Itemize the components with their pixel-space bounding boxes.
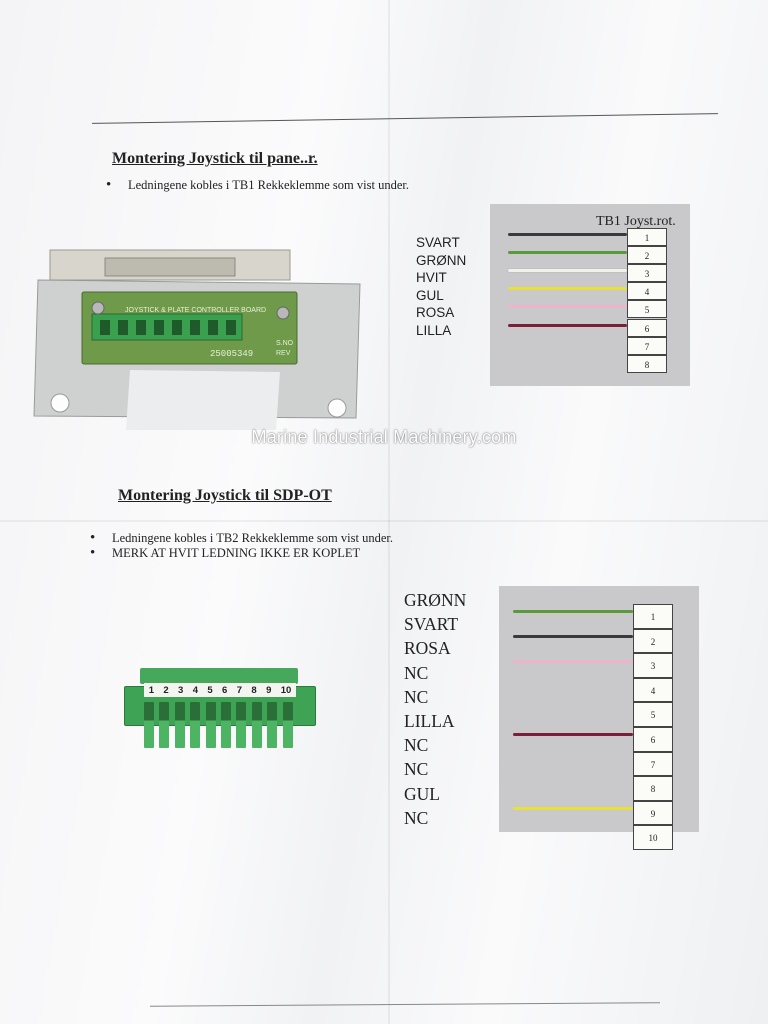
connector-pin xyxy=(221,702,231,748)
tb1-wire xyxy=(508,251,627,255)
tb1-terminal: 7 xyxy=(627,336,667,355)
tb1-terminal: 6 xyxy=(627,318,667,337)
tb2-terminal: 10 xyxy=(633,825,673,850)
tb2-wire xyxy=(513,610,633,614)
section1-heading: Montering Joystick til pane..r. xyxy=(112,150,318,167)
tb2-wire-label: NC xyxy=(404,735,429,756)
connector-pin-label: 1 xyxy=(148,684,154,696)
connector-pin xyxy=(282,702,293,748)
tb2-wire-label: NC xyxy=(404,662,429,683)
section2-bullet: Ledningene kobles i TB2 Rekkeklemme som … xyxy=(90,530,393,547)
tb2-terminal: 4 xyxy=(633,677,673,703)
tb2-terminal: 8 xyxy=(633,776,673,801)
tb1-wire-label: GRØNN xyxy=(416,252,467,268)
tb1-terminal: 8 xyxy=(627,354,667,373)
connector-pin-label: 3 xyxy=(178,684,184,696)
connector-pin-label: 6 xyxy=(222,684,228,696)
tb1-wire-label: SVART xyxy=(416,235,460,250)
board-serial-label: S.NO xyxy=(276,340,294,347)
paper-fold-horizontal xyxy=(0,520,768,522)
section1-bullet: Ledningene kobles i TB1 Rekkeklemme som … xyxy=(106,177,409,194)
connector-pin xyxy=(251,702,262,748)
connector-pin-label: 10 xyxy=(280,684,292,696)
tb1-terminal: 5 xyxy=(627,300,667,319)
connector-pin-label: 9 xyxy=(266,684,272,696)
tb1-wire-label: ROSA xyxy=(416,305,455,321)
connector-pin-label: 7 xyxy=(236,684,243,696)
tb2-wire-label: NC xyxy=(404,686,429,707)
tb2-terminal: 7 xyxy=(633,751,673,777)
controller-board-image: JOYSTICK & PLATE CONTROLLER BOARD 250053… xyxy=(33,249,361,430)
tb1-wire-label: GUL xyxy=(416,287,444,303)
tb2-terminal: 6 xyxy=(633,727,673,752)
tb1-wire-list: SVART GRØNN HVIT GUL ROSA LILLA xyxy=(416,234,466,340)
connector-pin-label: 8 xyxy=(251,684,257,696)
tb2-terminal: 1 xyxy=(633,604,673,629)
tb2-terminal: 9 xyxy=(633,800,673,826)
tb1-terminal: 4 xyxy=(627,282,667,301)
tb2-wire-label: NC xyxy=(404,759,429,780)
connector-pin-label: 4 xyxy=(192,684,198,696)
tb2-wire xyxy=(513,733,633,737)
tb1-terminal: 3 xyxy=(627,264,667,283)
tb2-terminal: 2 xyxy=(633,628,673,654)
tb1-terminal: 1 xyxy=(627,228,667,247)
board-rev-label: REV xyxy=(276,350,291,357)
tb2-wire-label: ROSA xyxy=(404,638,451,659)
connector-pin xyxy=(174,702,185,748)
tb2-wire-label: SVART xyxy=(404,614,459,635)
connector-pin-label: 2 xyxy=(163,684,169,696)
tb1-wire xyxy=(508,287,627,291)
tb1-wire xyxy=(508,233,627,237)
tb2-wire xyxy=(513,634,633,638)
board-part-number: 25005349 xyxy=(210,349,253,359)
connector-pin xyxy=(236,702,247,748)
section2-bullet: MERK AT HVIT LEDNING IKKE ER KOPLET xyxy=(90,545,360,562)
tb1-wire-label: HVIT xyxy=(416,270,447,286)
tb1-title: TB1 Joyst.rot. xyxy=(596,214,676,229)
tb2-terminal: 3 xyxy=(633,653,673,678)
tb1-wire xyxy=(508,305,627,309)
tb1-wire xyxy=(508,269,627,273)
connector-pin xyxy=(267,702,278,748)
watermark: Marine Industrial Machinery.com xyxy=(251,427,517,447)
tb2-wire xyxy=(513,807,633,811)
tb2-terminal: 5 xyxy=(633,702,673,727)
tb1-terminal: 2 xyxy=(627,246,667,265)
tb2-wire-label: GUL xyxy=(404,783,440,804)
tb2-wire-list: GRØNN SVART ROSA NC NC LILLA NC NC GUL N… xyxy=(404,588,466,830)
paper-fold-vertical xyxy=(388,0,390,1024)
tb2-wire-label: NC xyxy=(404,807,429,828)
connector-pin xyxy=(144,702,154,748)
tb2-wire-label: GRØNN xyxy=(404,590,467,610)
connector-pin xyxy=(159,702,170,748)
connector-pin-label: 5 xyxy=(207,684,213,696)
board-silkscreen: JOYSTICK & PLATE CONTROLLER BOARD xyxy=(125,307,266,314)
section2-heading: Montering Joystick til SDP-OT xyxy=(118,487,332,504)
connector-pin xyxy=(205,702,216,748)
tb2-wire xyxy=(513,659,633,663)
tb1-wire xyxy=(508,323,627,327)
tb2-wire-label: LILLA xyxy=(404,711,455,732)
connector-pin xyxy=(190,702,201,748)
tb1-wire-label: LILLA xyxy=(416,322,452,338)
